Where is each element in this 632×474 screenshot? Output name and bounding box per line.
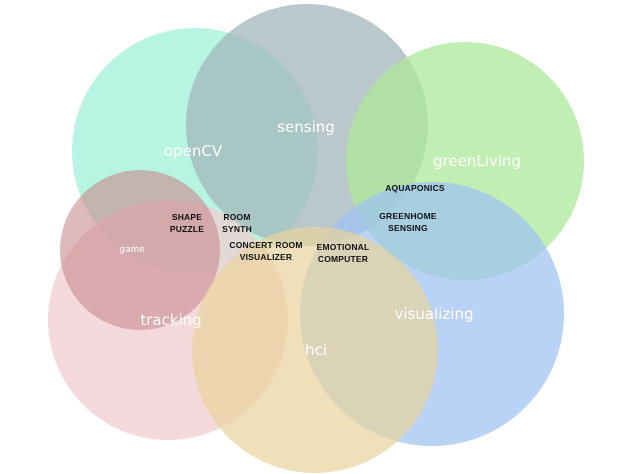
project-line: VISUALIZER [239,252,293,262]
label-hci: hci [305,341,327,359]
project-greenhome-sensing[interactable]: GREENHOME SENSING [379,210,437,234]
project-line: SYNTH [222,224,252,234]
project-emotional-computer[interactable]: EMOTIONAL COMPUTER [317,241,370,265]
project-line: SHAPE [171,212,203,222]
project-room-synth[interactable]: ROOM SYNTH [222,211,252,235]
project-line: CONCERT ROOM [229,240,303,250]
label-visualizing: visualizing [394,305,474,323]
project-line: AQUAPONICS [385,183,445,193]
project-line: SENSING [388,223,428,233]
project-aquaponics[interactable]: AQUAPONICS [385,182,445,194]
project-concert-room-visualizer[interactable]: CONCERT ROOM VISUALIZER [229,239,302,263]
circle-game [60,170,220,330]
circle-hci [192,227,438,473]
project-line: COMPUTER [317,254,369,264]
project-line: PUZZLE [169,224,205,234]
project-line: GREENHOME [379,211,437,221]
project-line: ROOM [223,212,251,222]
label-opencv: openCV [163,142,223,160]
project-shape-puzzle[interactable]: SHAPE PUZZLE [170,211,204,235]
project-line: EMOTIONAL [316,242,370,252]
label-greenliving: greenLiving [433,152,521,170]
label-game: game [119,245,145,255]
label-sensing: sensing [277,118,335,136]
label-tracking: tracking [140,311,202,329]
